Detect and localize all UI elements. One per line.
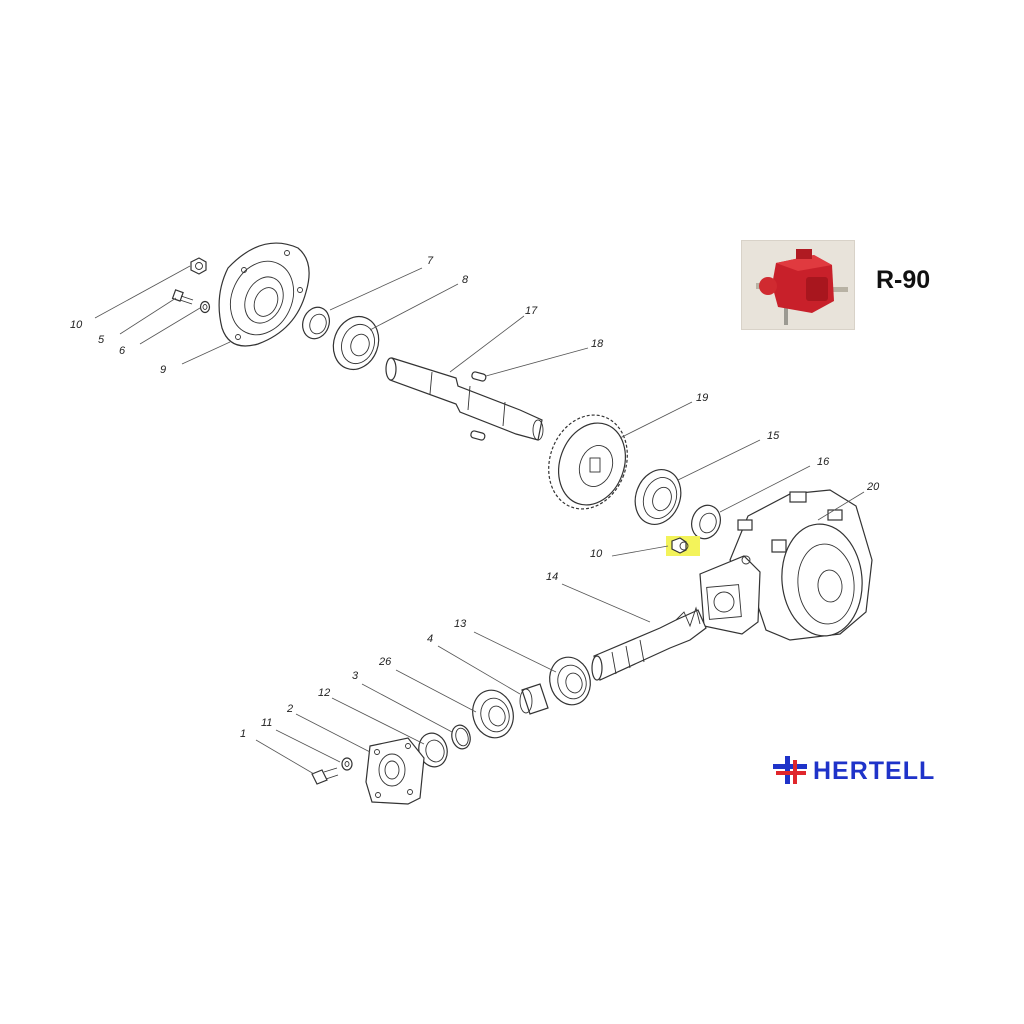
part-11-washer [341,757,353,771]
callout-19: 19 [696,392,708,404]
callout-26: 26 [378,656,392,668]
callout-8: 8 [462,274,469,286]
callout-6: 6 [119,345,126,357]
callout-16: 16 [817,456,830,468]
callout-7: 7 [427,255,434,267]
part-1-bolt [311,767,339,785]
part-19-gear [548,414,628,510]
callout-14: 14 [546,571,558,583]
brand-name: HERTELL [813,756,936,785]
part-9-flange-cover [218,242,310,347]
part-6-washer [199,300,211,314]
part-3-circlip [451,724,471,750]
callout-17: 17 [525,305,538,317]
callout-5: 5 [98,334,105,346]
part-2-square-cover [365,737,425,805]
callout-3: 3 [352,670,359,682]
part-7-seal [302,306,330,340]
part-5-bolt [171,289,194,305]
brand-logo: HERTELL [773,754,935,788]
part-4-spacer [519,683,549,715]
callout-18: 18 [591,338,604,350]
part-18-key-upper [471,371,487,382]
callout-12: 12 [318,687,330,699]
callout-10-upper: 10 [70,319,83,331]
callout-15: 15 [767,430,780,442]
part-14-pinion-shaft [591,606,707,681]
product-photo [741,240,855,330]
callout-1: 1 [240,728,246,740]
part-10-nut-upper [190,257,207,275]
part-15-bearing [634,469,682,525]
brand-mark-icon [773,756,807,784]
callout-9: 9 [160,364,166,376]
part-18-key-lower [470,430,486,441]
callout-4: 4 [427,633,433,645]
leader-lines [94,265,865,775]
callout-20: 20 [866,481,880,493]
callout-2: 2 [286,703,293,715]
part-12-seal [418,732,448,768]
part-20-gearbox-housing [699,489,873,641]
model-title: R-90 [876,266,931,294]
callout-10-lower: 10 [590,548,603,560]
callout-labels: 10 5 6 9 7 8 17 18 19 15 16 20 10 14 13 … [70,255,880,740]
part-17-shaft [385,357,544,441]
callout-11: 11 [261,717,272,729]
callout-13: 13 [454,618,467,630]
part-10-plug-highlighted [666,536,700,556]
part-16-seal [691,504,721,540]
part-26-bearing [472,689,514,739]
part-8-bearing [332,315,380,371]
part-13-bearing [549,656,591,706]
